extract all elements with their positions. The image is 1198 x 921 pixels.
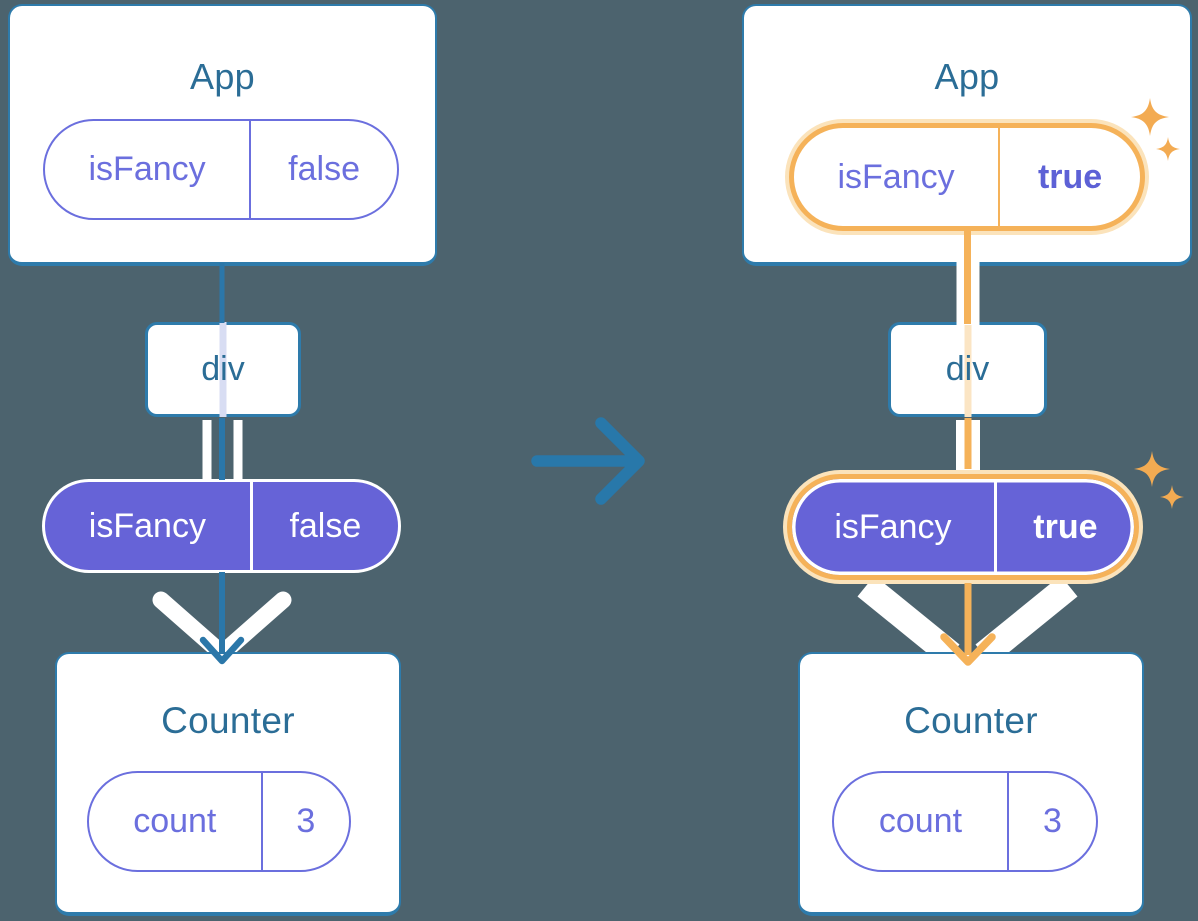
white-flow-chevron xyxy=(152,591,228,660)
prop-pill-highlighted: isFancy true xyxy=(789,123,1145,231)
arrowhead-icon xyxy=(199,636,245,665)
prop-flow-band xyxy=(956,420,980,470)
app-component-card: App isFancy true xyxy=(742,4,1192,266)
counter-component-card: Counter count 3 xyxy=(55,652,401,916)
white-flow-chevron xyxy=(216,591,292,660)
state-value: 3 xyxy=(1042,802,1062,840)
node-label: div xyxy=(945,350,990,388)
state-name: count xyxy=(89,773,263,870)
prop-value: true xyxy=(1037,157,1103,196)
tree-edge-line xyxy=(219,418,225,480)
tree-edge-line xyxy=(219,572,225,654)
state-pill: count 3 xyxy=(87,771,351,872)
passed-prop-pill: isFancy false xyxy=(42,479,401,573)
prop-value: false xyxy=(288,150,360,188)
prop-pill: isFancy false xyxy=(43,119,399,220)
component-title: App xyxy=(190,56,255,97)
counter-component-card: Counter count 3 xyxy=(798,652,1144,916)
state-name: count xyxy=(834,773,1009,870)
node-label: div xyxy=(201,350,245,388)
prop-through-line xyxy=(964,322,971,417)
component-title: App xyxy=(934,56,1000,97)
sparkle-icon xyxy=(1134,451,1170,487)
component-title: Counter xyxy=(161,700,295,741)
sparkle-icon xyxy=(1131,98,1169,136)
prop-flow-line xyxy=(233,420,243,480)
div-node-card: div xyxy=(145,322,301,417)
div-node-card: div xyxy=(888,322,1047,417)
sparkle-icon xyxy=(1156,137,1180,161)
highlighted-prop-line xyxy=(964,418,972,469)
prop-flow-line xyxy=(202,420,212,480)
prop-name: isFancy xyxy=(45,482,253,570)
prop-value: false xyxy=(289,506,362,545)
highlighted-prop-line xyxy=(964,583,972,655)
state-value: 3 xyxy=(296,802,316,840)
app-component-card: App isFancy false xyxy=(8,4,437,266)
prop-name: isFancy xyxy=(792,479,997,575)
white-flow-chevron xyxy=(975,575,1078,666)
prop-through-line xyxy=(219,322,227,417)
prop-name: isFancy xyxy=(45,121,252,218)
prop-flow-band xyxy=(956,261,980,325)
white-flow-chevron xyxy=(857,575,960,666)
highlighted-prop-line xyxy=(964,231,971,324)
passed-prop-pill-highlighted: isFancy true xyxy=(787,474,1139,580)
tree-edge-line xyxy=(219,263,225,323)
state-pill: count 3 xyxy=(832,771,1098,872)
arrow-right-icon xyxy=(531,417,645,505)
component-title: Counter xyxy=(904,700,1038,741)
prop-name: isFancy xyxy=(794,128,1001,226)
arrowhead-icon xyxy=(940,633,996,666)
sparkle-icon xyxy=(1160,485,1184,509)
prop-value: true xyxy=(1033,507,1098,546)
